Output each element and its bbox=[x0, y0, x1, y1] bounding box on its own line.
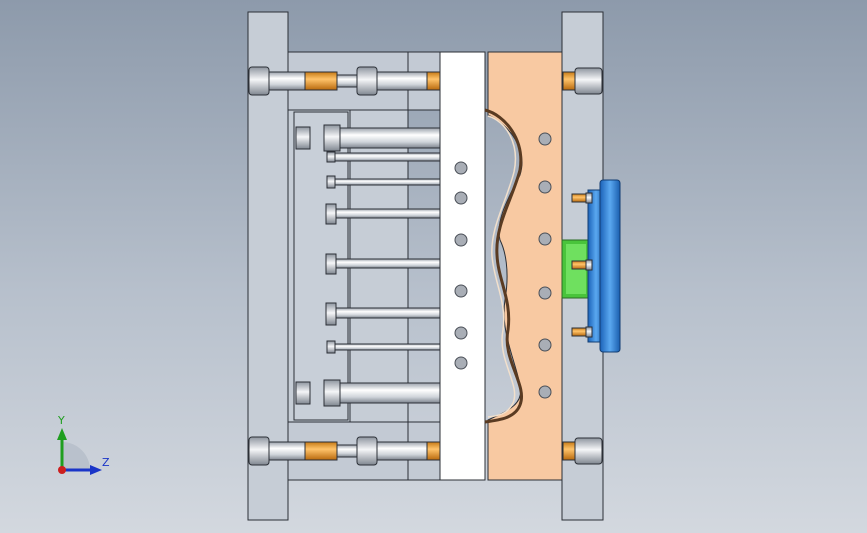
ejector-pin-head bbox=[326, 340, 336, 354]
return-pin-head bbox=[295, 381, 311, 405]
cooling-hole bbox=[538, 385, 552, 399]
cooling-hole bbox=[454, 356, 468, 370]
guide-pin-head bbox=[574, 437, 603, 465]
guide-sleeve bbox=[426, 441, 441, 461]
guide-pin-assembly-top bbox=[248, 66, 603, 96]
cooling-hole bbox=[454, 326, 468, 340]
guide-pin-head bbox=[574, 67, 603, 95]
screw-shank bbox=[571, 260, 587, 270]
guide-pin-head bbox=[248, 436, 270, 466]
coordinate-triad bbox=[57, 428, 102, 475]
left-clamp-plate bbox=[247, 11, 289, 521]
origin-dot bbox=[58, 466, 66, 474]
core-plate bbox=[439, 51, 486, 481]
cooling-hole bbox=[454, 284, 468, 298]
molded-part-inner bbox=[487, 115, 517, 418]
return-pin-top bbox=[295, 124, 441, 152]
guide-pin-shank bbox=[376, 71, 428, 91]
cavity-cooling-holes bbox=[538, 132, 552, 399]
ejector-pin-head bbox=[325, 203, 337, 225]
guide-sleeve bbox=[562, 71, 576, 91]
triad-z-label: Z bbox=[102, 456, 110, 469]
ejector-pin-head bbox=[325, 253, 337, 275]
guide-sleeve bbox=[304, 441, 338, 461]
screw-head bbox=[585, 326, 593, 338]
core-cooling-holes bbox=[454, 161, 468, 370]
guide-pin-shank bbox=[268, 441, 306, 461]
cooling-hole bbox=[538, 232, 552, 246]
guide-pin-shank bbox=[376, 441, 428, 461]
z-axis-arrow bbox=[90, 465, 102, 475]
y-axis-arrow bbox=[57, 428, 67, 440]
guide-pin-shank bbox=[268, 71, 306, 91]
ejector-pin bbox=[335, 307, 441, 319]
ring-screws bbox=[571, 192, 593, 338]
cooling-hole bbox=[538, 286, 552, 300]
ejector-pins bbox=[325, 151, 441, 354]
return-pin-head bbox=[295, 126, 311, 150]
ejector-pin-head bbox=[326, 151, 336, 163]
locating-ring bbox=[599, 179, 621, 353]
return-pin-collar bbox=[323, 124, 341, 152]
ejector-pin-head bbox=[326, 175, 336, 189]
screw-shank bbox=[571, 327, 587, 337]
guide-pin-collar bbox=[336, 74, 358, 88]
return-pin-shank bbox=[339, 127, 441, 149]
screw-head bbox=[585, 259, 593, 271]
cooling-hole bbox=[454, 233, 468, 247]
molded-part-profile bbox=[484, 108, 523, 424]
ejector-pin bbox=[335, 208, 441, 219]
guide-pin-assembly-bottom bbox=[248, 436, 603, 466]
return-pin-shank bbox=[339, 382, 441, 404]
ejector-pin bbox=[335, 258, 441, 269]
guide-sleeve bbox=[304, 71, 338, 91]
ejector-pin bbox=[334, 178, 441, 186]
return-pin-bottom bbox=[295, 379, 441, 407]
guide-sleeve bbox=[562, 441, 576, 461]
cooling-hole bbox=[454, 161, 468, 175]
guide-pin-head bbox=[356, 436, 378, 466]
guide-pin-collar bbox=[336, 444, 358, 458]
cooling-hole bbox=[454, 191, 468, 205]
cooling-hole bbox=[538, 132, 552, 146]
triad-quadrant bbox=[62, 442, 90, 470]
guide-sleeve bbox=[426, 71, 441, 91]
ejector-pin bbox=[334, 343, 441, 351]
cooling-hole bbox=[538, 338, 552, 352]
guide-pin-head bbox=[248, 66, 270, 96]
ejector-pin bbox=[334, 152, 441, 162]
screw-head bbox=[585, 192, 593, 204]
triad-y-label: Y bbox=[58, 414, 65, 427]
screw-shank bbox=[571, 193, 587, 203]
guide-pin-head bbox=[356, 66, 378, 96]
return-pin-collar bbox=[323, 379, 341, 407]
ejector-pin-head bbox=[325, 302, 337, 326]
cooling-hole bbox=[538, 180, 552, 194]
